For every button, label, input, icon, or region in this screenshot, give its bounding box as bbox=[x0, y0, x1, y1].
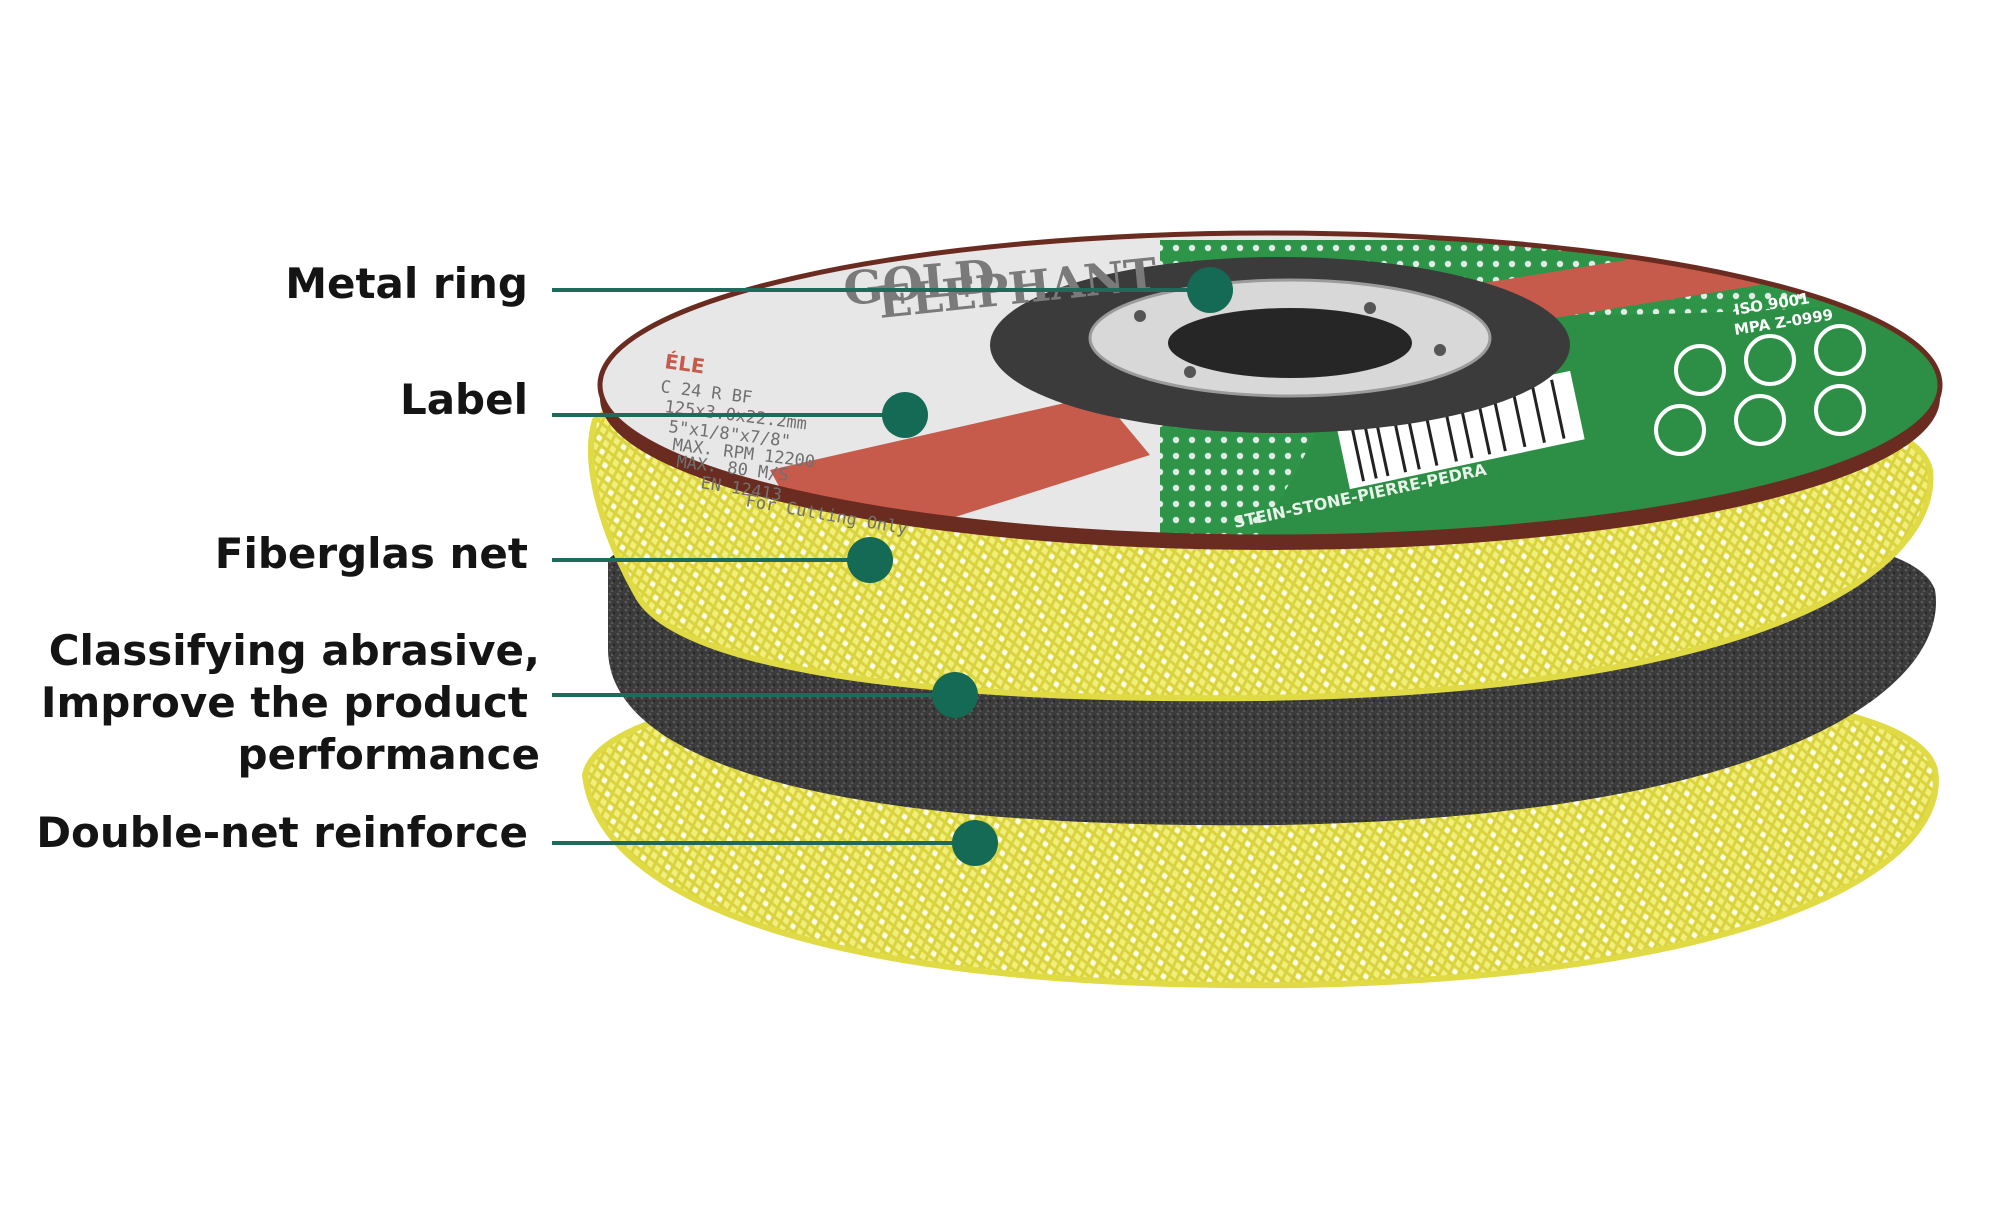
callout-dot-fiberglas-net bbox=[847, 537, 893, 583]
callout-label-double-net: Double-net reinforce bbox=[36, 808, 528, 857]
spec-lines: C 24 R BF 125x3.0x22.2mm 5"x1/8"x7/8" MA… bbox=[659, 377, 908, 539]
callout-connectors bbox=[552, 267, 1233, 866]
callout-dot-metal-ring bbox=[1187, 267, 1233, 313]
callout-dot-double-net bbox=[952, 820, 998, 866]
callout-dot-classifying-abrasive bbox=[932, 672, 978, 718]
callout-dot-label bbox=[882, 392, 928, 438]
logo-text: ÉLE bbox=[663, 349, 706, 378]
brand-line-1: GOLD bbox=[841, 249, 997, 316]
callout-label-classifying-abrasive: Classifying abrasive, Improve the produc… bbox=[40, 626, 540, 779]
callout-label-metal-ring: Metal ring bbox=[285, 259, 528, 308]
callout-label-fiberglas-net: Fiberglas net bbox=[214, 529, 528, 578]
arbor-hole bbox=[1168, 308, 1412, 378]
callout-label-label: Label bbox=[399, 375, 528, 424]
